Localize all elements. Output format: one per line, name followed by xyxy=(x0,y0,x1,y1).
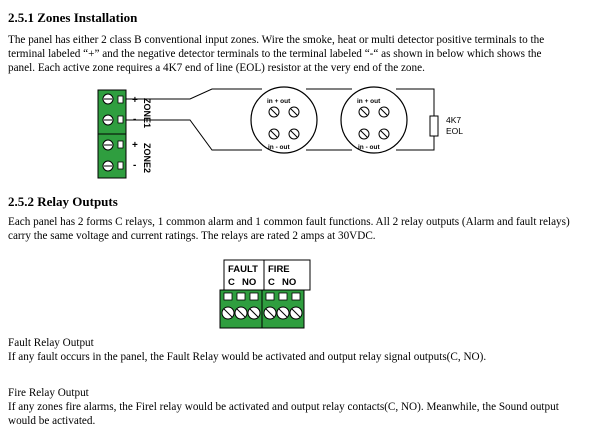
eol-label: EOL xyxy=(446,126,463,136)
paragraph-line: carry the same voltage and current ratin… xyxy=(8,230,376,242)
zone-wires xyxy=(126,88,435,151)
paragraph-line: terminal labeled “+” and the negative de… xyxy=(8,48,542,60)
relay-outputs-paragraph: Each panel has 2 forms C relays, 1 commo… xyxy=(8,215,600,243)
fault-c-label: C xyxy=(228,277,235,288)
detector1-top-label: in + out xyxy=(267,98,291,105)
fire-no-label: NO xyxy=(282,277,296,288)
zone2-plus: + xyxy=(132,140,138,151)
fault-no-label: NO xyxy=(242,277,256,288)
detector-base-1 xyxy=(250,86,318,154)
eol-resistor xyxy=(429,115,439,137)
fault-relay-text: If any fault occurs in the panel, the Fa… xyxy=(8,351,487,363)
zone2-label: ZONE2 xyxy=(142,143,152,173)
fire-relay-text-line: If any zones fire alarms, the Firel rela… xyxy=(8,401,559,413)
fire-relay-text-line: would be activated. xyxy=(8,415,96,427)
fire-c-label: C xyxy=(268,277,275,288)
zones-wiring-diagram: + - + - ZONE1 ZONE2 in + out in - out xyxy=(97,86,463,179)
zones-installation-heading: 2.5.1 Zones Installation xyxy=(8,10,138,25)
detector2-top-label: in + out xyxy=(357,98,381,105)
fault-relay-section: Fault Relay Output If any fault occurs i… xyxy=(8,336,600,364)
zone2-minus: - xyxy=(133,160,136,171)
detector-base-2 xyxy=(340,86,408,154)
zone-terminal-block xyxy=(97,89,127,179)
detector1-bottom-label: in - out xyxy=(268,144,290,151)
zones-installation-paragraph: The panel has either 2 class B conventio… xyxy=(8,33,600,75)
paragraph-line: Each panel has 2 forms C relays, 1 commo… xyxy=(8,216,570,228)
relay-outputs-heading: 2.5.2 Relay Outputs xyxy=(8,194,118,209)
fire-relay-title: Fire Relay Output xyxy=(8,387,89,399)
eol-value: 4K7 xyxy=(446,115,461,125)
zone1-label: ZONE1 xyxy=(142,98,152,128)
detector2-bottom-label: in - out xyxy=(358,144,380,151)
fire-relay-label: FIRE xyxy=(268,264,290,275)
fire-relay-section: Fire Relay Output If any zones fire alar… xyxy=(8,386,600,428)
fault-relay-title: Fault Relay Output xyxy=(8,337,94,349)
fault-relay-label: FAULT xyxy=(228,264,258,275)
relay-terminal-block xyxy=(219,289,305,329)
paragraph-line: The panel has either 2 class B conventio… xyxy=(8,34,545,46)
zone1-plus: + xyxy=(132,95,138,106)
paragraph-line: panel. Each active zone requires a 4K7 e… xyxy=(8,62,425,74)
relay-terminal-diagram: FAULT FIRE C NO C NO xyxy=(219,259,311,329)
